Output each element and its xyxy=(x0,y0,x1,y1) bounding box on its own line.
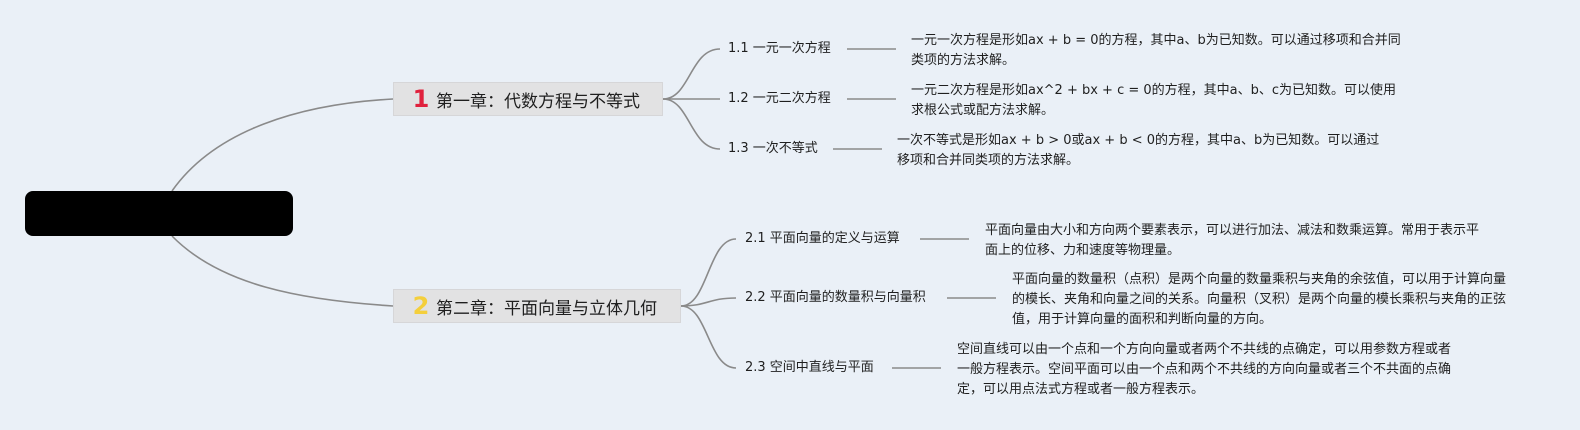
description-1-2[interactable]: 一元二次方程是形如ax^2 + bx + c = 0的方程，其中a、b、c为已知… xyxy=(911,83,1397,118)
section-node-2-1[interactable]: 2.1 平面向量的定义与运算 xyxy=(745,231,900,246)
description-2-3[interactable]: 空间直线可以由一个点和一个方向向量或者两个不共线的点确定，可以用参数方程或者一般… xyxy=(957,342,1452,397)
chapter-number-badge: 2 xyxy=(412,292,430,320)
chapter-node-2[interactable]: 2 第二章：平面向量与立体几何 xyxy=(393,289,681,323)
description-1-1[interactable]: 一元一次方程是形如ax + b = 0的方程，其中a、b为已知数。可以通过移项和… xyxy=(911,33,1401,68)
connector-ch2-sec2 xyxy=(680,297,737,307)
section-node-1-3[interactable]: 1.3 一次不等式 xyxy=(728,141,818,156)
section-node-2-2[interactable]: 2.2 平面向量的数量积与向量积 xyxy=(745,290,926,305)
root-node[interactable] xyxy=(25,191,293,236)
chapter-title: 第二章：平面向量与立体几何 xyxy=(436,298,657,319)
connector-root-chapter-2 xyxy=(171,235,394,307)
section-node-2-3[interactable]: 2.3 空间中直线与平面 xyxy=(745,360,874,375)
connector-ch2-sec3 xyxy=(680,305,737,369)
chapter-node-1[interactable]: 1 第一章：代数方程与不等式 xyxy=(393,82,663,116)
section-node-1-2[interactable]: 1.2 一元二次方程 xyxy=(728,91,831,106)
chapter-title: 第一章：代数方程与不等式 xyxy=(436,91,640,112)
description-2-2[interactable]: 平面向量的数量积（点积）是两个向量的数量乘积与夹角的余弦值，可以用于计算向量的模… xyxy=(1012,272,1507,327)
description-2-1[interactable]: 平面向量由大小和方向两个要素表示，可以进行加法、减法和数乘运算。常用于表示平面上… xyxy=(985,223,1480,258)
connector-root-chapter-1 xyxy=(171,98,394,192)
connector-ch1-sec1 xyxy=(662,48,721,100)
chapter-number-badge: 1 xyxy=(412,85,430,113)
connector-ch1-sec3 xyxy=(662,98,721,150)
connector-ch2-sec1 xyxy=(680,238,737,307)
section-node-1-1[interactable]: 1.1 一元一次方程 xyxy=(728,41,831,56)
description-1-3[interactable]: 一次不等式是形如ax + b > 0或ax + b < 0的方程，其中a、b为已… xyxy=(897,133,1380,168)
